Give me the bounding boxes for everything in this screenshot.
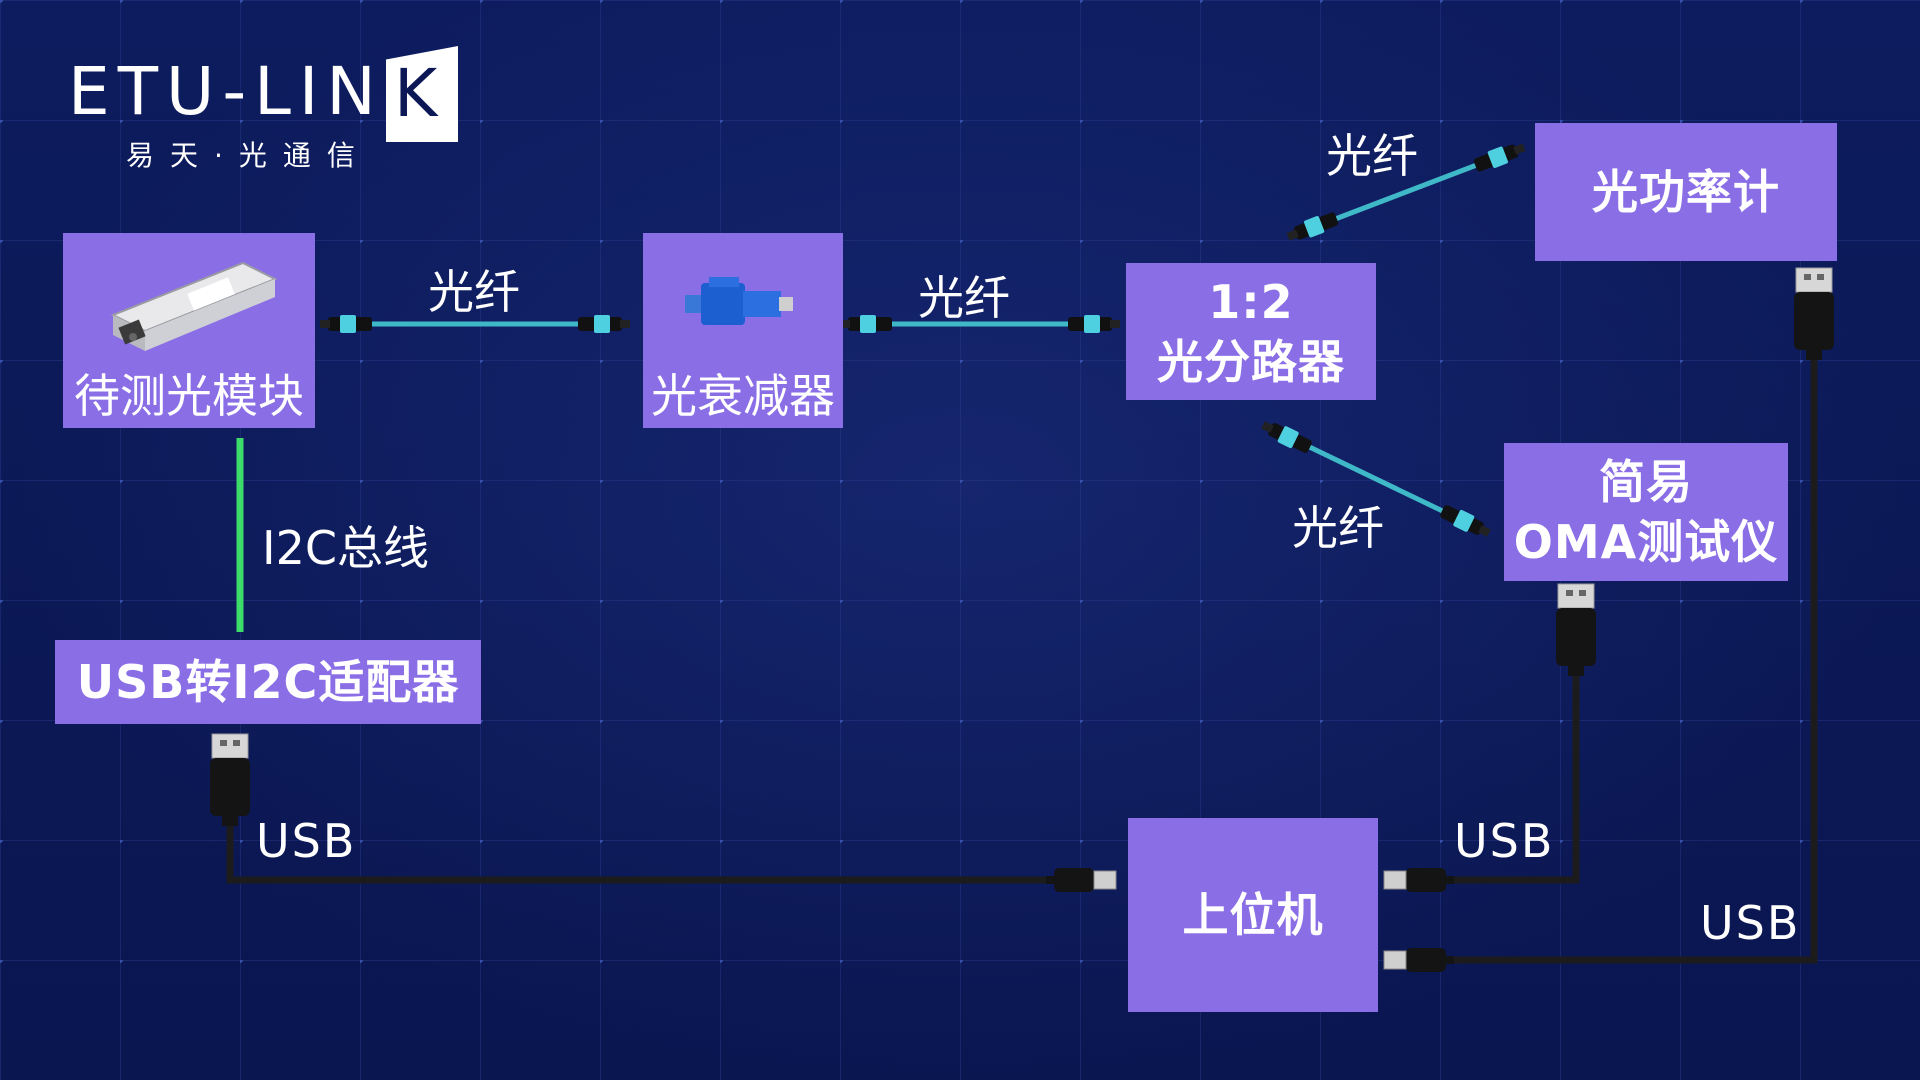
logo-brand-text: ETU-LIN — [68, 53, 384, 130]
splitter-ratio: 1:2 — [1208, 274, 1294, 329]
node-usb-i2c-adapter[interactable]: USB转I2C适配器 — [55, 640, 481, 724]
power-meter-label: 光功率计 — [1592, 165, 1780, 219]
logo-k-badge — [386, 46, 458, 142]
logo-brand-k: K — [394, 55, 438, 132]
usb-label-1: USB — [256, 814, 357, 868]
usb-a-connector — [209, 733, 251, 827]
attenuator-icon — [685, 277, 793, 325]
attenuator-label: 光衰减器 — [651, 369, 835, 423]
oma-label-line1: 简易 — [1599, 455, 1693, 509]
host-label: 上位机 — [1182, 888, 1324, 942]
usb-cable-3 — [1446, 344, 1818, 964]
fiber-connector — [320, 315, 372, 333]
fiber-label-2: 光纤 — [918, 271, 1010, 325]
etu-link-logo: ETU-LIN K 易天·光通信 — [68, 42, 458, 172]
node-host-computer[interactable]: 上位机 — [1128, 818, 1378, 1012]
node-optical-attenuator[interactable]: 光衰减器 — [643, 233, 843, 428]
node-module-under-test[interactable]: 待测光模块 — [63, 233, 315, 428]
usb-cable-1 — [226, 810, 1060, 884]
splitter-label: 光分路器 — [1157, 334, 1345, 389]
usb-a-connector — [1555, 583, 1597, 677]
sfp-module-icon — [110, 261, 278, 351]
fiber-label-1: 光纤 — [428, 265, 520, 319]
module-label: 待测光模块 — [74, 369, 304, 423]
fiber-connector — [1259, 416, 1314, 456]
fiber-label-4: 光纤 — [1292, 501, 1384, 555]
usb-a-connector — [1793, 267, 1835, 361]
oma-label-line2: OMA测试仪 — [1513, 515, 1779, 569]
fiber-connector — [1438, 502, 1493, 542]
usb-label-2: USB — [1454, 814, 1555, 868]
node-optical-splitter[interactable]: 1:2 光分路器 — [1126, 263, 1376, 400]
usb-b-connector — [1383, 867, 1455, 893]
usb-b-connector — [1045, 867, 1117, 893]
adapter-label: USB转I2C适配器 — [76, 655, 460, 709]
i2c-bus-label: I2C总线 — [262, 521, 429, 575]
fiber-connector — [840, 315, 892, 333]
fiber-label-3: 光纤 — [1326, 129, 1418, 183]
node-oma-tester[interactable]: 简易 OMA测试仪 — [1504, 443, 1788, 581]
fiber-connector — [1472, 138, 1528, 175]
usb-label-3: USB — [1700, 896, 1801, 950]
usb-b-connector — [1383, 947, 1455, 973]
node-optical-power-meter[interactable]: 光功率计 — [1535, 123, 1837, 261]
logo-subtitle: 易天·光通信 — [126, 139, 371, 172]
usb-cable-2 — [1446, 660, 1580, 884]
fiber-connector — [1284, 209, 1340, 246]
fiber-connector — [578, 315, 630, 333]
fiber-connector — [1068, 315, 1120, 333]
